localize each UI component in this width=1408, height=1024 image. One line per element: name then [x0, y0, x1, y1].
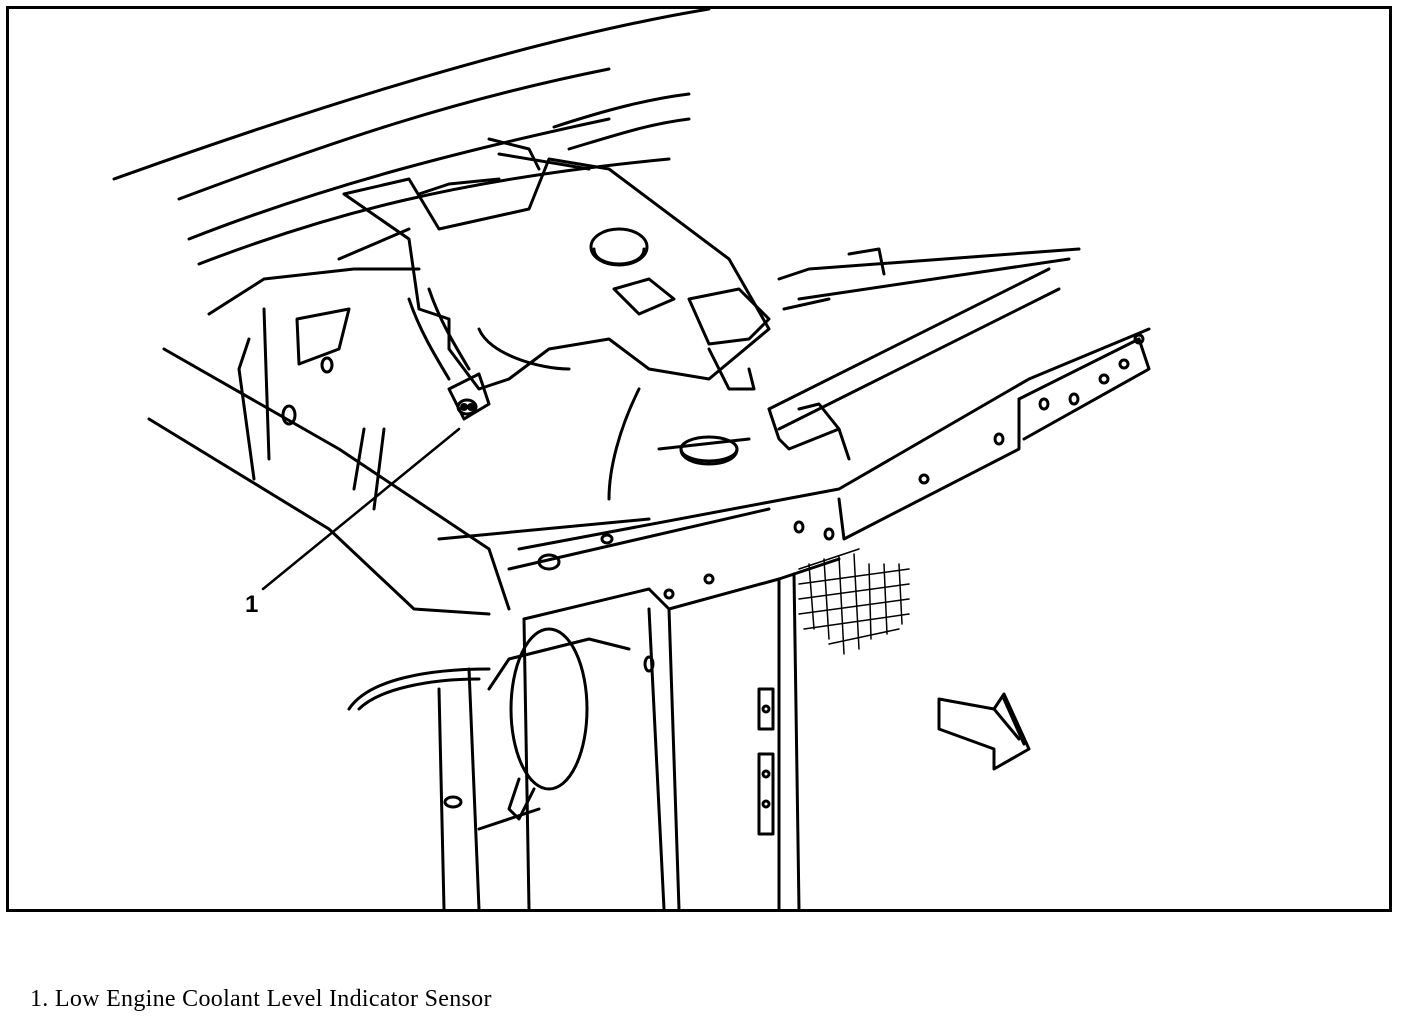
coolant-level-sensor — [447, 372, 491, 421]
left-fender-panel — [147, 227, 511, 616]
cross-member — [437, 327, 1151, 621]
forward-arrow-icon — [937, 692, 1031, 771]
figure-caption: 1. Low Engine Coolant Level Indicator Se… — [30, 986, 492, 1012]
fan-shroud — [347, 572, 801, 909]
diagram-frame: 1 — [6, 6, 1392, 912]
engine-bay-illustration — [112, 9, 1151, 909]
radiator-support — [607, 247, 1081, 501]
callout-leader-line — [261, 427, 461, 591]
hood-outline — [112, 9, 711, 266]
grille-mesh — [798, 548, 910, 655]
coolant-reservoir — [342, 137, 771, 391]
reservoir-hose — [407, 287, 471, 381]
callout-number-1: 1 — [245, 591, 259, 618]
